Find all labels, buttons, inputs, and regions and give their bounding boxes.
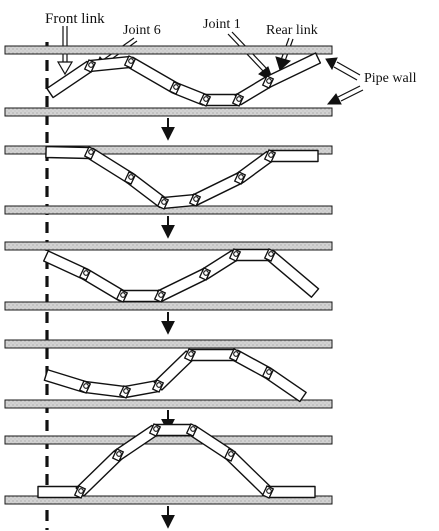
joint-pin bbox=[233, 351, 239, 357]
stage-3 bbox=[4, 241, 333, 335]
robot-link bbox=[189, 348, 236, 362]
snake-robot bbox=[42, 248, 320, 303]
snake-robot bbox=[37, 423, 316, 499]
joint-pin bbox=[203, 270, 209, 276]
rear-link bbox=[269, 149, 319, 163]
joint-pin bbox=[123, 388, 129, 394]
rear-link bbox=[264, 52, 322, 88]
pipe-wall-label: Pipe wall bbox=[364, 71, 417, 86]
front-link bbox=[37, 485, 81, 499]
robot-link bbox=[126, 56, 179, 94]
robot-link bbox=[234, 248, 271, 262]
robot-link bbox=[154, 423, 193, 437]
robot-link bbox=[121, 289, 161, 303]
joint-pin bbox=[128, 174, 134, 180]
robot-link bbox=[156, 268, 209, 302]
joint-pin bbox=[116, 451, 122, 457]
joint-pin bbox=[78, 488, 84, 494]
pipe-wall-bottom bbox=[4, 495, 333, 505]
pipe-wall-top bbox=[4, 45, 333, 55]
stage-1 bbox=[4, 45, 333, 141]
snake-robot bbox=[46, 52, 322, 107]
joint-pin bbox=[193, 196, 199, 202]
joint-pin bbox=[161, 199, 167, 205]
front-link-label: Front link bbox=[45, 11, 105, 27]
joint-pin bbox=[128, 58, 134, 64]
front-link bbox=[46, 60, 94, 99]
robot-link bbox=[88, 55, 132, 73]
pipe-wall-top bbox=[4, 145, 333, 155]
joint-pin bbox=[266, 369, 272, 375]
joint6-label: Joint 6 bbox=[123, 23, 161, 38]
joint-pin bbox=[83, 383, 89, 389]
joint-pin bbox=[188, 351, 194, 357]
joint-pin bbox=[266, 488, 272, 494]
joint-pin bbox=[173, 84, 179, 90]
stage-4 bbox=[4, 339, 333, 433]
joint-pin bbox=[190, 426, 196, 432]
joint-pin bbox=[266, 78, 272, 84]
joint1-label: Joint 1 bbox=[203, 17, 241, 32]
joint-pin bbox=[268, 152, 274, 158]
snake-robot bbox=[43, 348, 307, 403]
joint-pin bbox=[120, 292, 126, 298]
snake-robot bbox=[45, 145, 319, 210]
joint-pin bbox=[156, 382, 162, 388]
stages-layer bbox=[4, 42, 333, 530]
joint-pin bbox=[83, 270, 89, 276]
robot-link bbox=[191, 172, 244, 206]
pipe-wall-bottom bbox=[4, 107, 333, 117]
rear-link bbox=[265, 250, 320, 298]
joint-pin bbox=[153, 426, 159, 432]
rear-link bbox=[267, 485, 316, 499]
front-link bbox=[45, 145, 91, 160]
pipe-wall-bottom bbox=[4, 399, 333, 409]
stage-2 bbox=[4, 145, 333, 239]
joint-pin bbox=[88, 62, 94, 68]
joint-pin bbox=[228, 451, 234, 457]
joint-pin bbox=[236, 96, 242, 102]
joint-pin bbox=[88, 149, 94, 155]
joint-pin bbox=[268, 251, 274, 257]
rear-link-label: Rear link bbox=[266, 23, 318, 38]
joint-pin bbox=[158, 292, 164, 298]
pipe-wall-top bbox=[4, 339, 333, 349]
joint-pin bbox=[203, 96, 209, 102]
stage-5 bbox=[4, 423, 333, 529]
pipe-wall-top bbox=[4, 241, 333, 251]
joint-pin bbox=[238, 174, 244, 180]
pipe-wall-bottom bbox=[4, 301, 333, 311]
pipe-wall-top bbox=[4, 435, 333, 445]
joint-pin bbox=[233, 251, 239, 257]
